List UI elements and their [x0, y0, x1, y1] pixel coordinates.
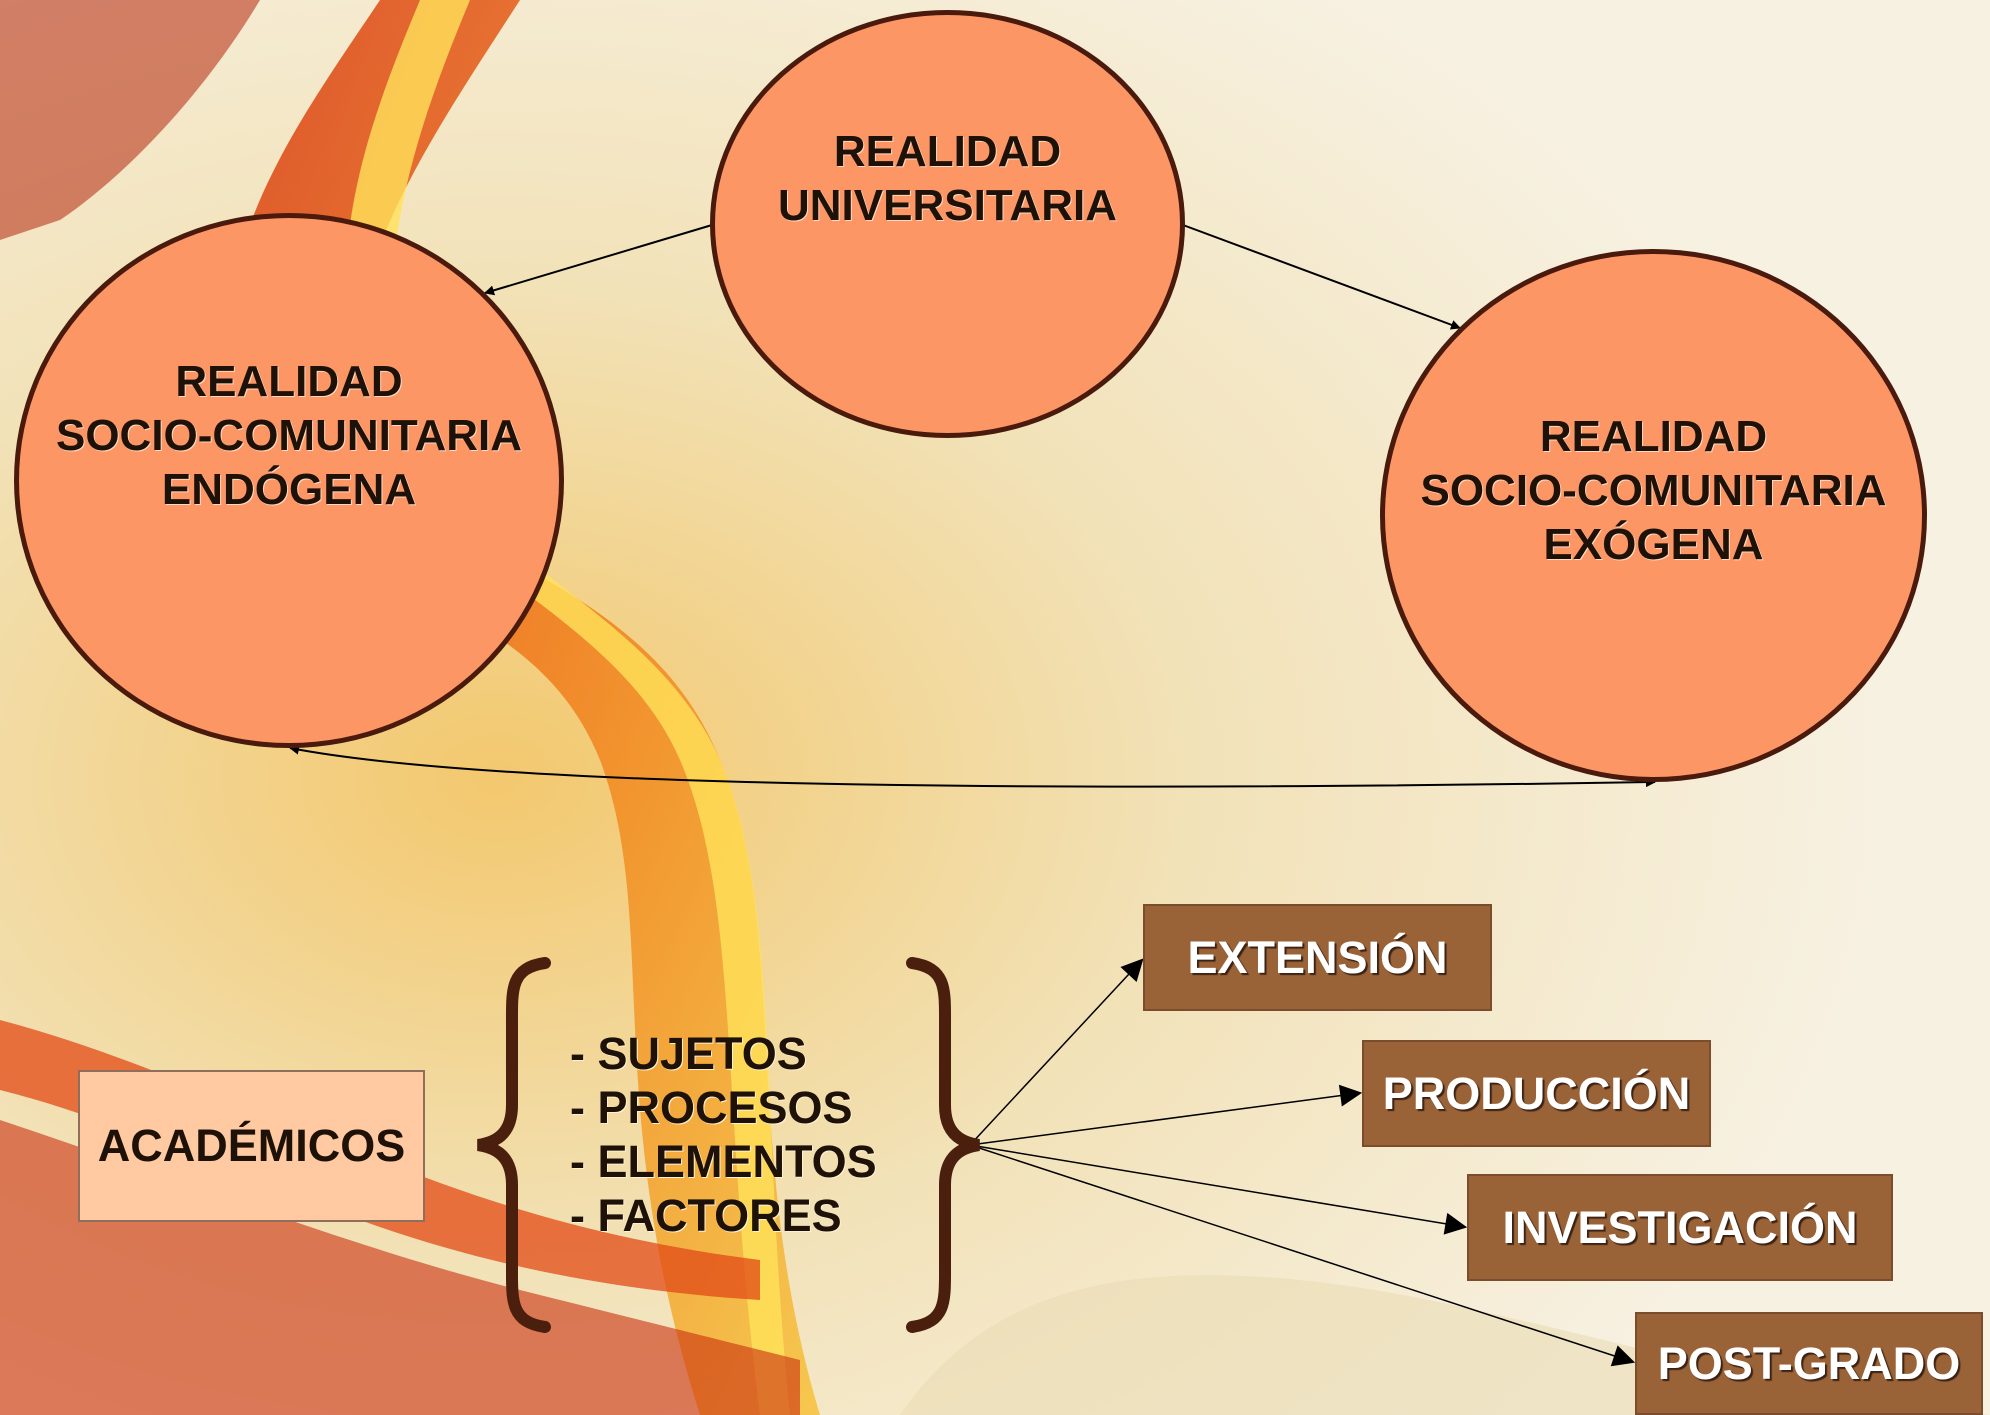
function-box-produccion: PRODUCCIÓN — [1362, 1040, 1711, 1147]
academicos-label: ACADÉMICOS — [97, 1120, 406, 1171]
node-line: ENDÓGENA — [161, 464, 417, 514]
arrow-endogena-exogena — [289, 744, 1656, 788]
node-line: REALIDAD — [1539, 411, 1768, 461]
function-label: INVESTIGACIÓN — [1502, 1201, 1858, 1253]
node-realidad-universitaria: REALIDAD UNIVERSITARIA — [710, 10, 1185, 438]
function-label: EXTENSIÓN — [1187, 931, 1448, 983]
function-label: PRODUCCIÓN — [1382, 1067, 1691, 1119]
node-line: REALIDAD — [833, 127, 1062, 176]
node-line: EXÓGENA — [1543, 519, 1764, 569]
components-list: - SUJETOS - PROCESOS - ELEMENTOS - FACTO… — [570, 1027, 877, 1243]
node-line: SOCIO-COMUNITARIA — [1420, 465, 1887, 515]
node-realidad-endogena: REALIDAD SOCIO-COMUNITARIA ENDÓGENA — [14, 213, 564, 748]
list-item: - FACTORES — [570, 1190, 842, 1241]
arrow-universitaria-to-exogena — [1182, 224, 1461, 330]
node-line: REALIDAD — [175, 356, 403, 406]
node-realidad-exogena: REALIDAD SOCIO-COMUNITARIA EXÓGENA — [1380, 249, 1927, 782]
arrow-to-postgrado — [969, 1144, 1636, 1367]
function-box-investigacion: INVESTIGACIÓN — [1467, 1174, 1893, 1281]
function-box-postgrado: POST-GRADO — [1635, 1312, 1983, 1415]
arrow-to-extension — [969, 958, 1144, 1146]
function-box-extension: EXTENSIÓN — [1143, 904, 1492, 1011]
academicos-box: ACADÉMICOS — [78, 1070, 425, 1222]
left-brace — [476, 957, 551, 1333]
arrow-universitaria-to-endogena — [484, 224, 713, 296]
right-brace — [906, 957, 981, 1333]
list-item: - ELEMENTOS — [570, 1136, 877, 1187]
list-item: - SUJETOS — [570, 1028, 807, 1079]
node-line: SOCIO-COMUNITARIA — [55, 410, 523, 460]
list-item: - PROCESOS — [570, 1082, 853, 1133]
node-line: UNIVERSITARIA — [778, 181, 1117, 230]
arrow-to-investigacion — [969, 1144, 1468, 1235]
arrow-to-produccion — [969, 1084, 1363, 1146]
function-label: POST-GRADO — [1657, 1337, 1961, 1389]
